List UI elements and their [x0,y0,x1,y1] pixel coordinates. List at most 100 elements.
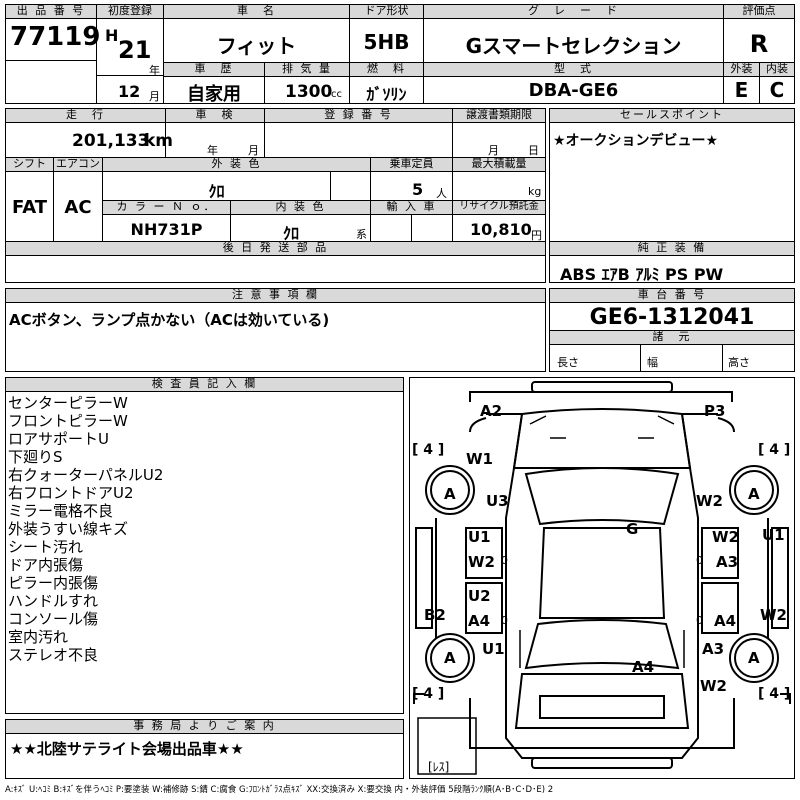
displacement-value: 1300 [285,82,333,102]
transfer-month-unit: 月 [488,144,499,157]
legend: A:ｷｽﾞ U:ﾍｺﾐ B:ｷｽﾞを伴うﾍｺﾐ P:要塗装 W:補修跡 S:錆 … [5,785,554,795]
reg-year: 21 [118,36,152,64]
insp-month-unit: 月 [248,144,259,157]
era: H [105,26,119,45]
reg-no-label: 登 録 番 号 [265,109,452,123]
inspector-line: コンソール傷 [8,610,99,628]
length-label: 長さ [557,356,579,369]
equip-label: 純 正 装 備 [550,242,794,256]
inspector-label: 検 査 員 記 入 欄 [6,378,403,392]
svg-text:0: 0 [696,554,703,567]
first-reg-label: 初度登録 [97,5,163,19]
lot-number: 77119 [10,22,101,52]
inspector-line: ドア内張傷 [8,556,84,574]
mark-u1-rs: U1 [762,526,785,544]
import-label: 輸 入 車 [371,201,452,215]
ac-label: エアコン [54,157,102,172]
inspector-panel [5,377,404,714]
mark-a2: A2 [480,402,502,420]
door-label: ドア形状 [350,5,423,19]
shift-label: シフト [6,158,53,172]
max-load-label: 最大積載量 [453,158,545,172]
width-label: 幅 [647,356,658,369]
notes-text: ACボタン、ランプ点かない（ACは効いている) [9,311,330,329]
damage-diagram: A2 P3 W1 A U3 W2 A U1 G W2 U1 W2 A3 U2 B… [409,377,795,779]
mark-w1: W1 [466,450,493,468]
mark-a4-lr: A4 [468,612,490,630]
int-color-label: 内 装 色 [231,201,370,215]
year-unit: 年 [149,64,160,77]
interior-value: C [769,78,785,102]
score-value: R [749,30,769,58]
inspector-line: 室内汚れ [8,628,69,646]
color-no-label: カ ラ ー Ｎ ｏ． [103,201,230,215]
svg-text:0: 0 [696,614,703,627]
capacity-label: 乗車定員 [371,158,452,172]
office-text: ★★北陸サテライト会場出品車★★ [10,740,244,758]
notes-label: 注 意 事 項 欄 [6,289,545,303]
recycle-value: 10,810 [470,220,532,239]
insp-year-unit: 年 [207,144,218,157]
later-parts-label: 後 日 発 送 部 品 [6,242,545,256]
inspector-line: 下廻りS [8,448,63,466]
exterior-label: 外装 [724,63,759,77]
mileage-unit: km [144,131,174,151]
chassis-value: GE6-1312041 [589,305,755,330]
mark-a-lf: A [444,485,456,503]
recycle-unit: 円 [531,229,542,242]
history-label: 車 歴 [164,63,264,77]
grade-label: グ レ ー ド [424,5,723,19]
mark-b2: B2 [424,606,446,624]
inspector-line: ハンドルすれ [8,592,99,610]
mark-a-rf: A [748,485,760,503]
transfer-label: 譲渡書類期限 [453,109,545,123]
inspector-line: ピラー内張傷 [8,574,99,592]
svg-text:0: 0 [501,554,508,567]
capacity-unit: 人 [436,187,447,200]
mark-a-lr: A [444,649,456,667]
office-label: 事 務 局 よ り ご 案 内 [6,720,403,734]
recycle-label: リサイクル預託金 [453,201,545,215]
mark-p3: P3 [704,402,725,420]
door-value: 5HB [363,30,410,54]
ext-color-label: 外 装 色 [103,158,370,172]
color-no-value: NH731P [130,220,203,239]
spec-label: 諸 元 [550,331,794,345]
history-value: 自家用 [187,84,241,105]
mark-a3-rd: A3 [716,553,738,571]
inspector-line: フロントピラーW [8,412,128,430]
inspector-line: ロアサポートU [8,430,109,448]
model-label: 型 式 [424,63,723,77]
inspection-label: 車 検 [166,109,264,123]
sales-label: セールスポイント [550,109,794,123]
lot-label: 出 品 番 号 [6,5,96,19]
int-color-unit: 系 [356,228,367,241]
max-load-unit: kg [528,185,542,198]
mark-a3-rr: A3 [702,640,724,658]
equip-value: ABS ｴｱB ｱﾙﾐ PS PW [560,265,724,284]
mark-u2: U2 [468,587,491,605]
inspector-line: 右クォーターパネルU2 [8,466,164,484]
grade-value: Gスマートセレクション [465,34,682,58]
score-label: 評価点 [724,5,794,19]
shift-value: FAT [11,197,48,218]
ac-value: AC [64,197,92,218]
month-unit: 月 [149,90,160,103]
transfer-day-unit: 日 [528,144,539,157]
ext-color-value: ｸﾛ [208,182,225,201]
inspector-line: 右フロントドアU2 [8,484,134,502]
tire-rr: [ 4 ] [758,686,790,702]
mark-w2-rb: W2 [700,677,727,695]
tire-lr: [ 4 ] [412,686,444,702]
tire-rf: [ 4 ] [758,442,790,458]
mark-w2-rs: W2 [760,606,787,624]
sales-text: ★オークションデビュー★ [553,133,719,149]
car-name: フィット [216,34,297,58]
mark-u3: U3 [486,492,509,510]
mark-w2-rf: W2 [696,492,723,510]
mark-u1-ld: U1 [468,528,491,546]
inspector-line: ミラー電格不良 [8,502,114,520]
fuel-value: ｶﾞｿﾘﾝ [366,85,407,104]
tire-lf: [ 4 ] [412,442,444,458]
